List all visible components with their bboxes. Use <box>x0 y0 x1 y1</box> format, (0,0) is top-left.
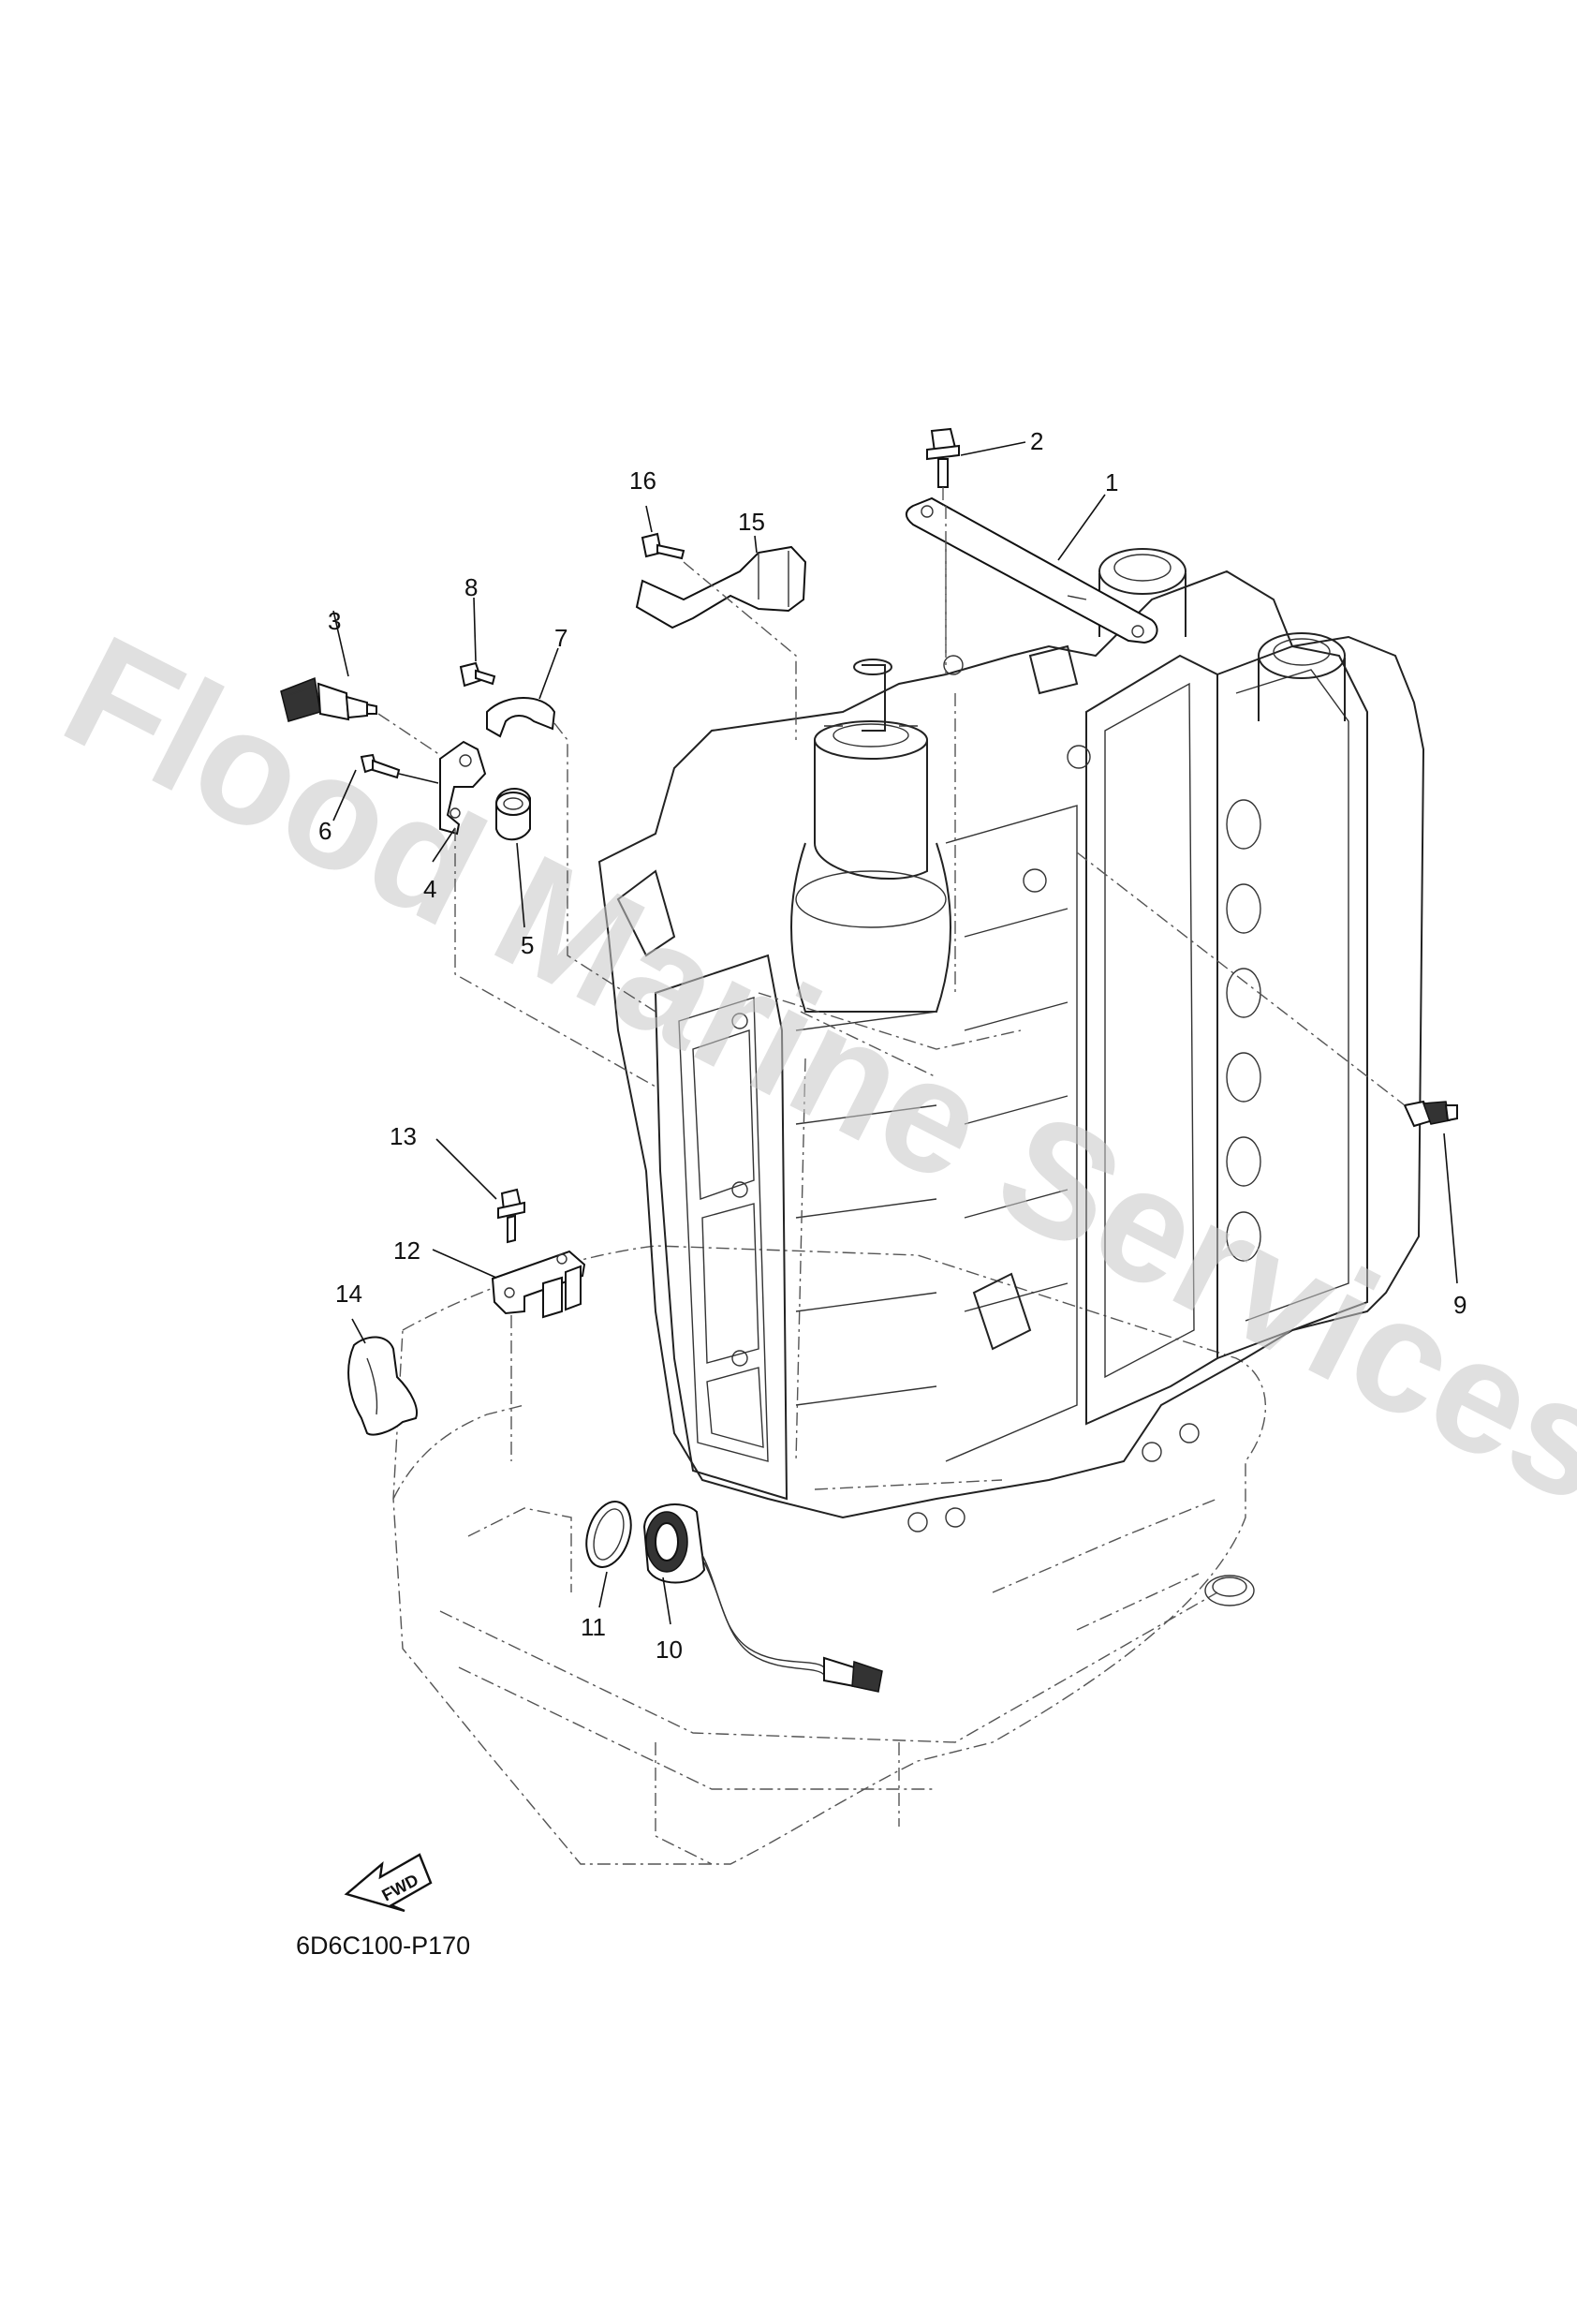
callout-12: 12 <box>393 1236 420 1265</box>
callout-15: 15 <box>738 508 765 536</box>
part-8-bolt <box>459 661 496 688</box>
callout-5: 5 <box>521 931 534 959</box>
drawing-code: 6D6C100-P170 <box>296 1932 470 1960</box>
part-11-o-ring <box>585 1501 632 1568</box>
fwd-arrow-icon: FWD <box>344 1853 433 1913</box>
part-14-clip <box>347 1336 418 1436</box>
callout-3: 3 <box>328 607 341 635</box>
bottom-cowling <box>392 1245 1267 1865</box>
part-7-clip <box>486 697 556 738</box>
part-4-clamp <box>439 740 487 836</box>
callout-14: 14 <box>335 1280 362 1308</box>
callout-1: 1 <box>1105 468 1118 496</box>
callout-labels: 1 2 3 4 5 6 7 8 9 10 11 12 13 14 15 16 <box>318 427 1466 1664</box>
callout-10: 10 <box>656 1636 683 1664</box>
engine-block <box>597 548 1425 1532</box>
callout-16: 16 <box>629 466 656 495</box>
callout-9: 9 <box>1453 1291 1466 1319</box>
part-5-grommet <box>495 787 531 841</box>
callout-13: 13 <box>390 1122 417 1150</box>
callout-4: 4 <box>423 875 436 903</box>
part-2-bolt <box>926 427 960 506</box>
callout-8: 8 <box>464 573 478 601</box>
part-9-sender <box>1403 1100 1458 1128</box>
part-10-sensor-harness <box>642 1503 883 1693</box>
part-12-bracket <box>491 1250 586 1319</box>
part-16-screw <box>641 532 685 560</box>
part-1-bracket <box>905 496 1158 674</box>
part-15-bracket <box>635 545 807 629</box>
callout-7: 7 <box>554 624 567 652</box>
watermark-text: Flood Marine Services <box>38 601 1577 1538</box>
callout-6: 6 <box>318 817 332 845</box>
callout-2: 2 <box>1030 427 1043 455</box>
part-6-screw <box>360 753 439 784</box>
part-13-bolt <box>497 1188 525 1244</box>
part-3-sensor <box>280 676 377 722</box>
callout-11: 11 <box>581 1613 606 1641</box>
leader-lines <box>332 441 1458 1625</box>
